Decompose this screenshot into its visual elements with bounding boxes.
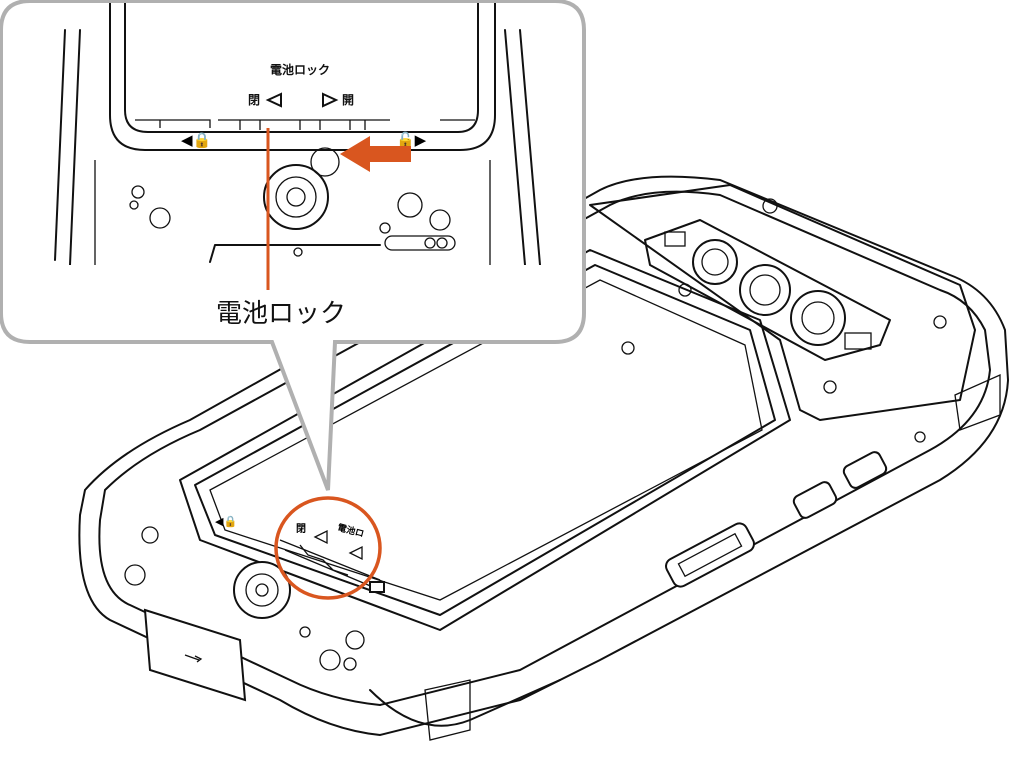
slide-arrow-icon xyxy=(340,136,411,172)
callout-label: 電池ロック xyxy=(216,299,347,329)
open-label: 開 xyxy=(342,93,355,107)
device-body: ◀🔒 閉 電池ロ xyxy=(78,175,1010,741)
device-close-label: 閉 xyxy=(296,523,306,535)
callout: ◀🔒 🔓▶ xyxy=(0,0,586,491)
highlight-circle xyxy=(274,496,382,600)
locked-icon: ◀🔒 xyxy=(181,131,211,149)
unlocked-icon: 🔓▶ xyxy=(396,131,427,149)
inner-lock-label: 電池ロック xyxy=(270,63,331,77)
close-label: 閉 xyxy=(248,93,261,107)
lock-icon: ◀🔒 xyxy=(215,515,237,528)
